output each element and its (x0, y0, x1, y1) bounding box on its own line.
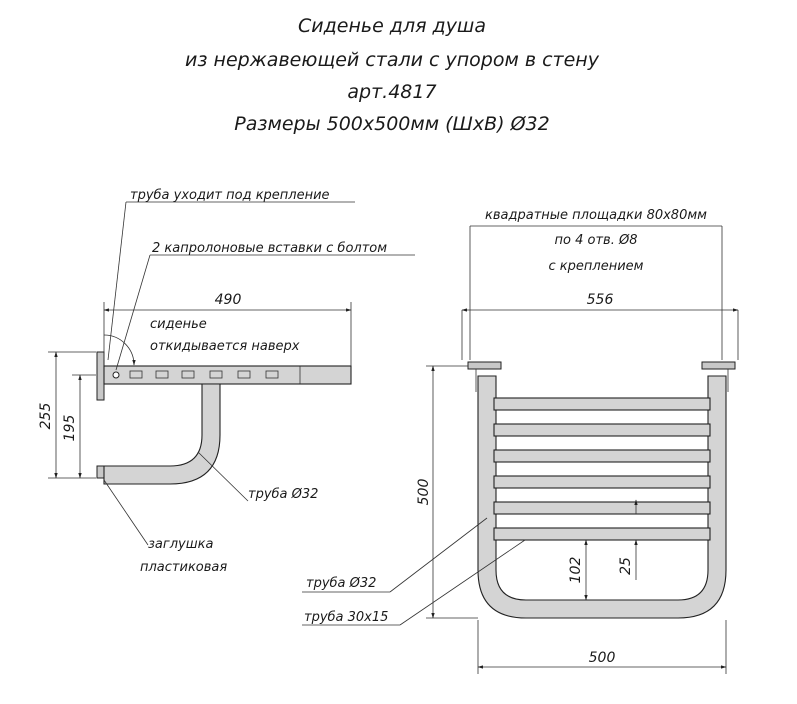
wall-plate-bottom (96, 465, 105, 479)
dim-556: 556 (587, 292, 614, 308)
seat-slots (129, 370, 279, 379)
cross-bars (493, 397, 711, 541)
support-tube (103, 383, 221, 485)
label-seat-2: откидывается наверх (150, 339, 300, 354)
dim-500-vertical: 500 (416, 479, 432, 506)
label-pipe-to-mount: труба уходит под крепление (130, 188, 330, 203)
dim-490: 490 (215, 292, 242, 308)
mount-pad-left (467, 361, 502, 370)
mount-pad-right (701, 361, 736, 370)
dim-102: 102 (568, 557, 584, 584)
label-plug-1: заглушка (148, 537, 213, 552)
label-pipe-front: труба Ø32 (306, 576, 376, 591)
label-bar-front: труба 30х15 (304, 610, 388, 625)
label-seat-1: сиденье (150, 317, 207, 332)
seat-bar (103, 365, 352, 385)
title-block: Сиденье для душа из нержавеющей стали с … (185, 15, 600, 135)
dim-500-horizontal: 500 (589, 650, 616, 666)
title-dimensions: Размеры 500х500мм (ШхВ) Ø32 (234, 113, 549, 135)
hinge-bolt (112, 371, 120, 379)
label-pipe-side: труба Ø32 (248, 487, 318, 502)
dim-195: 195 (62, 415, 78, 442)
label-pads-3: с креплением (549, 259, 644, 274)
side-view: 490 255 195 труба уходит под крепление 2… (38, 188, 415, 575)
label-inserts: 2 капролоновые вставки с болтом (152, 241, 387, 256)
title-article: арт.4817 (347, 81, 436, 103)
front-view: 556 500 25 102 500 квадратные площадки 8… (302, 208, 739, 674)
frame-tube (477, 375, 727, 619)
label-plug-2: пластиковая (140, 560, 227, 575)
wall-plate-top (96, 351, 105, 401)
title-line-2: из нержавеющей стали с упором в стену (185, 49, 600, 71)
dim-255: 255 (38, 403, 54, 430)
title-line-1: Сиденье для душа (298, 15, 486, 37)
label-pads-1: квадратные площадки 80х80мм (485, 208, 707, 223)
dim-25: 25 (618, 557, 634, 575)
label-pads-2: по 4 отв. Ø8 (555, 233, 638, 248)
